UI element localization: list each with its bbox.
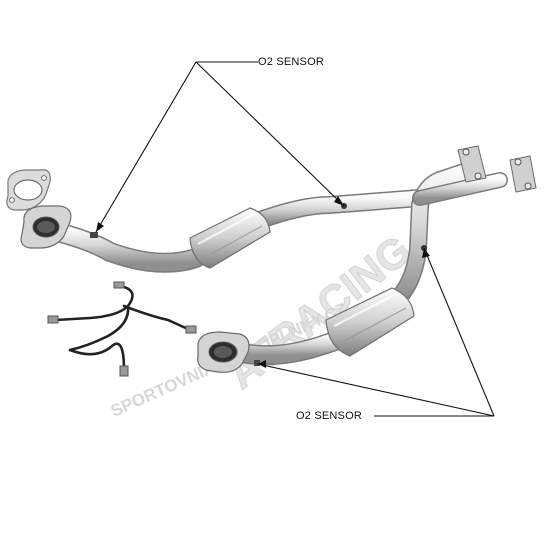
o2-sensor-label-bottom: O2 SENSOR <box>296 410 362 422</box>
right-pipe <box>391 161 508 305</box>
arrowhead-lower-port <box>258 360 266 368</box>
o2-port-left <box>90 232 98 238</box>
arrowhead-center-port <box>334 196 344 206</box>
leader-top-to-left-port <box>95 61 197 233</box>
o2-sensor-label-top: O2 SENSOR <box>258 56 324 68</box>
lower-flange <box>197 331 250 373</box>
catalytic-converter-lower <box>325 287 415 357</box>
arrowhead-right-port <box>422 248 430 258</box>
left-flange <box>20 205 72 249</box>
outlet-flanges <box>457 145 537 193</box>
leader-top-to-center-port <box>195 61 345 207</box>
catalytic-converter-upper <box>189 207 271 269</box>
leader-lines <box>95 61 495 417</box>
sensor-wire-harness <box>47 281 197 377</box>
arrowhead-left-port <box>96 222 104 232</box>
leader-bottom-to-right-port <box>423 247 495 417</box>
leader-arrowheads <box>96 196 430 368</box>
o2-port-lower <box>254 360 260 366</box>
leader-bottom-to-lower-port <box>257 363 495 417</box>
gasket <box>6 169 51 211</box>
